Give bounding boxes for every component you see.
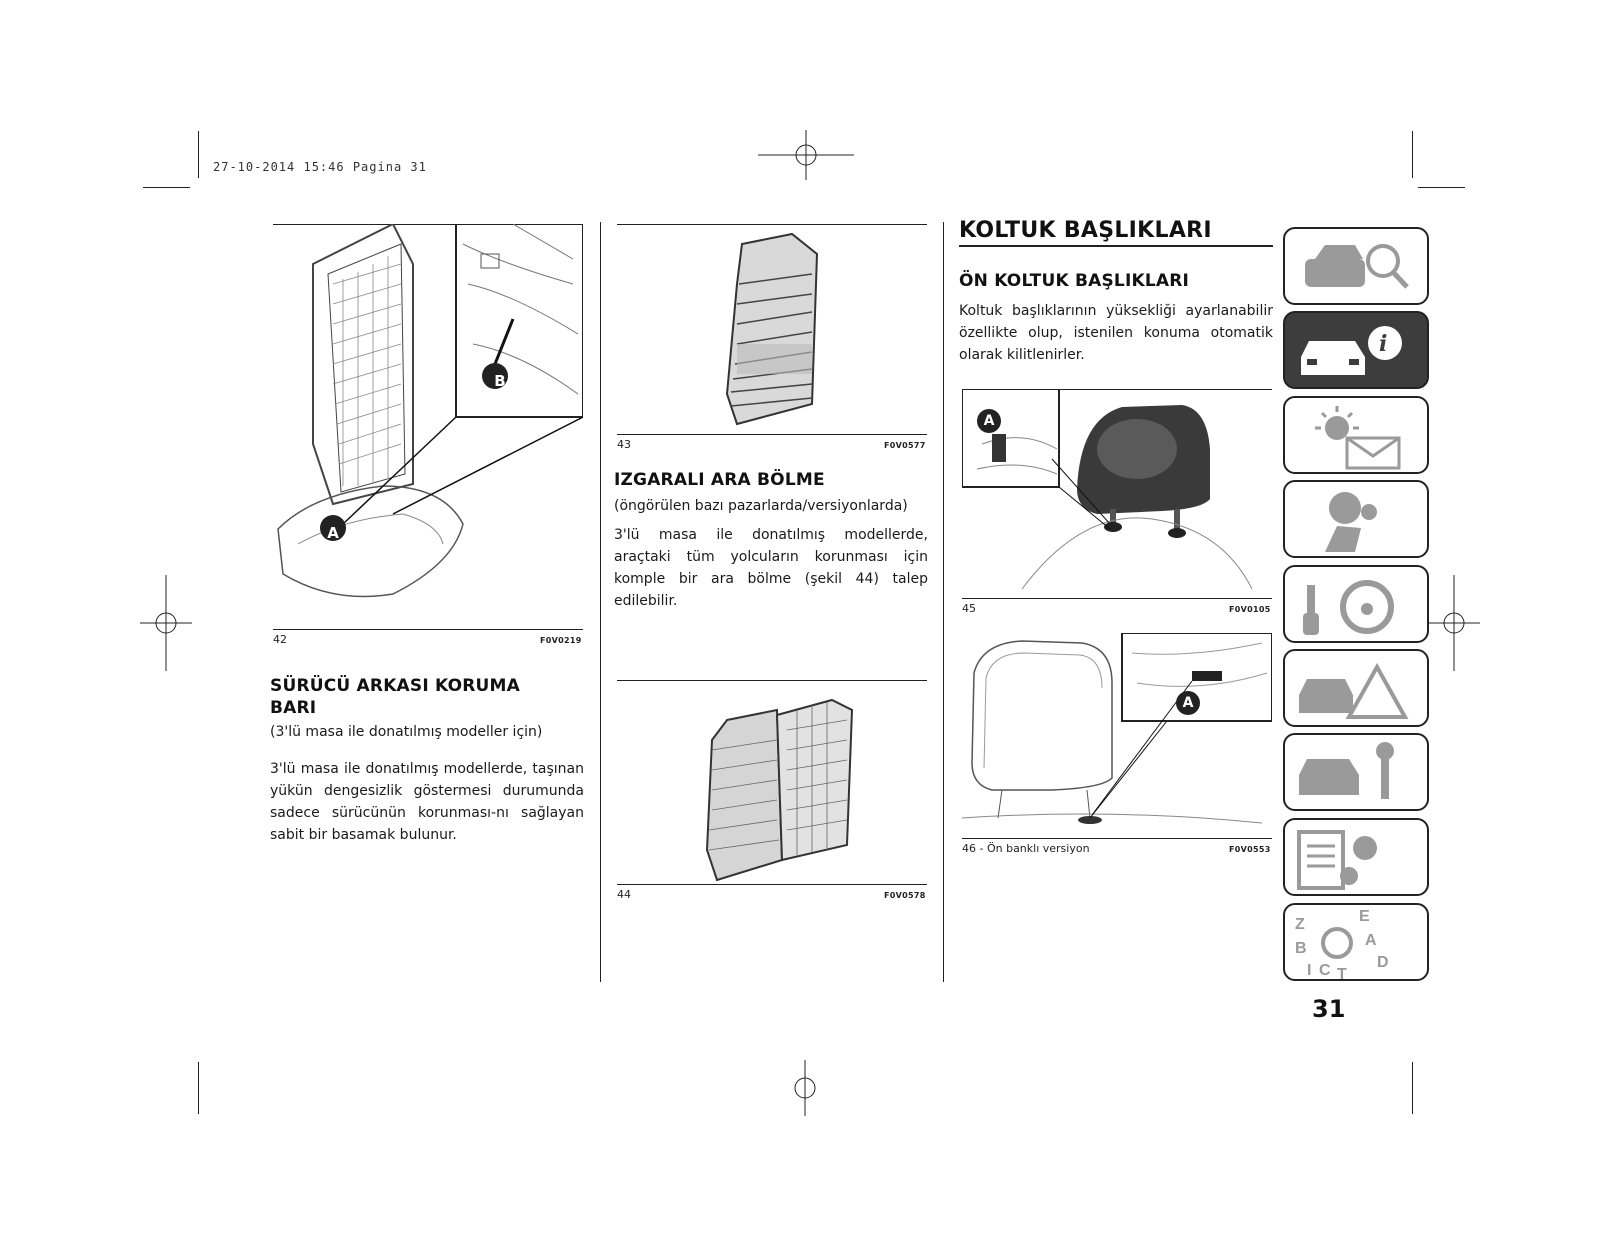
figure-code: F0V0553: [1229, 845, 1271, 854]
svg-text:Z: Z: [1295, 916, 1305, 933]
body-text: 3'lü masa ile donatılmış modellerde, ara…: [614, 527, 928, 609]
figure-code: F0V0577: [884, 441, 926, 450]
airbag-person-icon: [1325, 492, 1377, 552]
figure-number: 44: [617, 888, 631, 901]
tab-maintenance[interactable]: [1283, 733, 1429, 811]
tab-vehicle-info[interactable]: i: [1283, 311, 1429, 389]
tab-starting-driving[interactable]: [1283, 565, 1429, 643]
svg-text:B: B: [1295, 940, 1307, 957]
warning-light-envelope-icon: [1315, 406, 1401, 470]
print-header: 27-10-2014 15:46 Pagina 31: [213, 160, 427, 174]
section-heading: SÜRÜCÜ ARKASI KORUMA: [270, 676, 521, 696]
page-title: KOLTUK BAŞLIKLARI: [959, 218, 1212, 243]
key-steering-wheel-icon: [1303, 580, 1394, 635]
section-heading-cont: BARI: [270, 698, 317, 718]
tab-safety[interactable]: [1283, 480, 1429, 558]
figure-44-illustration: [705, 698, 854, 882]
svg-text:C: C: [1319, 962, 1331, 979]
figure-number: 42: [273, 633, 287, 646]
svg-text:T: T: [1337, 966, 1347, 983]
svg-text:A: A: [1365, 932, 1377, 949]
body-text: 3'lü masa ile donatılmış modellerde, taş…: [270, 761, 584, 843]
tab-technical-data[interactable]: [1283, 818, 1429, 896]
tab-warning-lights[interactable]: [1283, 396, 1429, 474]
registration-mark-bottom: [794, 1060, 816, 1116]
section-heading: ÖN KOLTUK BAŞLIKLARI: [959, 271, 1190, 291]
figure-42-illustration: [277, 224, 583, 598]
registration-mark-left: [140, 575, 192, 671]
registration-mark-top: [758, 130, 854, 180]
column-divider: [943, 222, 944, 982]
svg-text:I: I: [1307, 962, 1311, 979]
section-subtitle: (3'lü masa ile donatılmış modeller için): [270, 724, 543, 740]
body-text: Koltuk başlıklarının yüksekliği ayarlana…: [959, 303, 1273, 363]
registration-mark-right: [1428, 575, 1480, 671]
car-accident-triangle-icon: [1299, 662, 1409, 719]
callout-a: A: [1182, 695, 1194, 711]
car-wrench-icon: [1299, 742, 1394, 799]
callout-b: B: [494, 372, 506, 390]
column-divider: [600, 222, 601, 982]
figure-46-illustration: [962, 633, 1272, 824]
document-gears-icon: [1297, 830, 1377, 890]
tab-dashboard-and-controls[interactable]: [1283, 227, 1429, 305]
figure-code: F0V0105: [1229, 605, 1271, 614]
svg-text:i: i: [1379, 331, 1387, 357]
figure-code: F0V0578: [884, 891, 926, 900]
figure-number: 45: [962, 602, 976, 615]
svg-text:D: D: [1377, 954, 1389, 971]
section-subtitle: (öngörülen bazı pazarlarda/versiyonlarda…: [614, 498, 908, 514]
figure-45-illustration: [962, 389, 1253, 590]
svg-text:E: E: [1359, 908, 1370, 925]
figure-number: 43: [617, 438, 631, 451]
callout-a: A: [327, 524, 339, 542]
figure-43-illustration: [725, 232, 819, 426]
car-magnifier-icon: [1305, 244, 1409, 289]
figure-caption: 46 - Ön banklı versiyon: [962, 842, 1090, 855]
section-heading: IZGARALI ARA BÖLME: [614, 470, 825, 490]
figure-code: F0V0219: [540, 636, 582, 645]
car-info-icon: i: [1301, 326, 1402, 375]
tab-emergency[interactable]: [1283, 649, 1429, 727]
callout-a: A: [983, 413, 995, 429]
page-number: 31: [1312, 995, 1346, 1023]
